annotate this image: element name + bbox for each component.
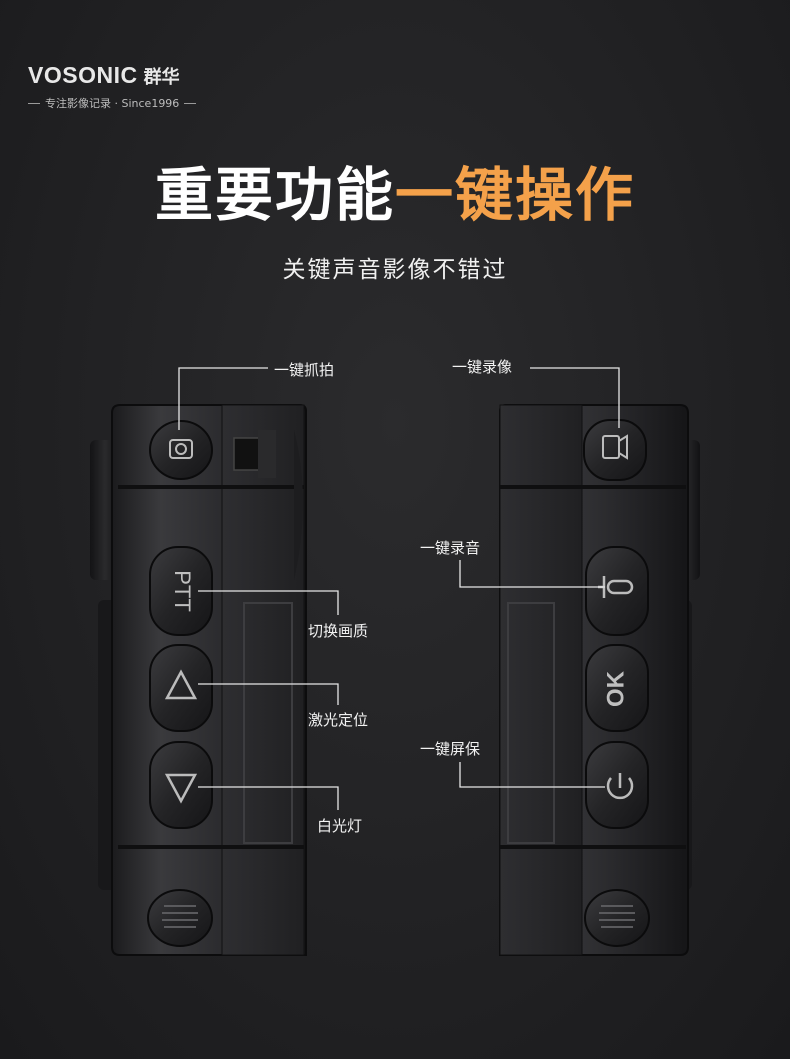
triangle-down-icon [164,773,198,804]
label-laser: 激光定位 [308,711,369,729]
brand-logo: VOSONIC 群华 专注影像记录 · Since1996 [28,62,228,111]
right-device: OK [499,404,700,956]
right-record-audio-button[interactable] [585,546,649,636]
ok-mark: OK [602,670,629,707]
left-scroll-wheel[interactable] [147,889,213,947]
label-white-light: 白光灯 [317,817,363,835]
left-device-side-panel [221,404,305,956]
left-device-seam-top [118,485,304,489]
right-ok-button[interactable]: OK [585,644,649,732]
camera-icon [169,439,193,459]
tagline-text: 专注影像记录 · Since1996 [45,97,180,110]
power-icon [606,773,634,800]
page-subtitle: 关键声音影像不错过 [282,257,508,283]
wheel-ridges-icon [599,905,635,928]
logo-wordmark: VOSONIC 群华 [28,62,228,89]
label-record-audio: 一键录音 [420,539,481,557]
label-record-video: 一键录像 [452,358,513,376]
left-down-button[interactable] [149,741,213,829]
right-device-door [507,602,555,844]
headline-accent: 一键操作 [395,161,636,229]
left-device: PTT [90,404,307,956]
ptt-mark: PTT [170,570,195,612]
label-quality: 切换画质 [308,622,369,640]
video-camera-icon [602,434,628,460]
triangle-up-icon [164,669,198,700]
headline-white: 重要功能 [154,161,395,229]
left-up-button[interactable] [149,644,213,732]
brand-name-en: VOSONIC [28,62,138,88]
left-device-seam-bottom [118,845,304,849]
right-device-side-panel [499,404,583,956]
right-device-seam-top [500,485,686,489]
right-record-video-button[interactable] [583,419,647,481]
page-headline: 重要功能一键操作 [0,148,790,232]
left-device-right-bump [294,430,303,580]
left-device-door [243,602,293,844]
label-snapshot: 一键抓拍 [274,361,335,379]
left-snapshot-button[interactable] [149,420,213,480]
left-ptt-button[interactable]: PTT [149,546,213,636]
right-power-button[interactable] [585,741,649,829]
right-device-seam-bottom [500,845,686,849]
left-lock-switch [233,430,276,478]
callout-lines [178,367,620,810]
brand-tagline: 专注影像记录 · Since1996 [28,95,228,111]
right-scroll-wheel[interactable] [584,889,650,947]
wheel-ridges-icon [162,905,198,928]
label-screensaver: 一键屏保 [420,740,481,758]
brand-name-cn: 群华 [143,66,180,88]
